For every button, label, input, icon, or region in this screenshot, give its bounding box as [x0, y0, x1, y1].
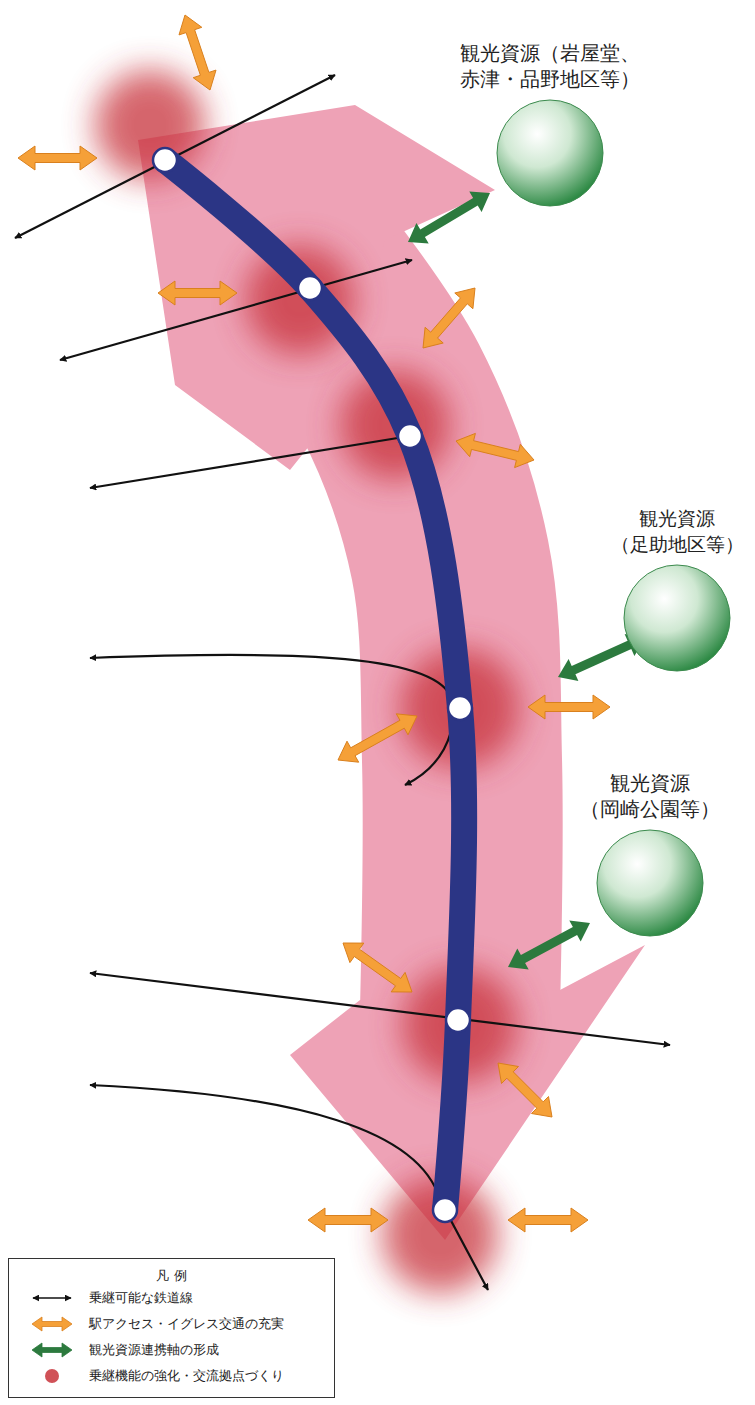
station — [153, 148, 177, 172]
legend-row: 乗継可能な鉄道線 — [9, 1285, 334, 1311]
legend-title: 凡 例 — [9, 1267, 334, 1285]
access-sample — [32, 1317, 72, 1331]
legend-text: 駅アクセス・イグレス交通の充実 — [89, 1315, 284, 1333]
access-arrow — [423, 288, 475, 348]
tourism-resource: 観光資源 （足助地区等） — [606, 505, 748, 673]
station — [298, 276, 322, 300]
rail-line — [90, 436, 410, 488]
sphere-body — [597, 830, 703, 936]
access-arrow — [308, 1208, 388, 1232]
access-arrow — [498, 1063, 552, 1117]
access-arrow — [528, 695, 610, 719]
station — [398, 424, 422, 448]
resource-sphere — [622, 563, 732, 673]
station — [446, 1008, 470, 1032]
station — [433, 1198, 457, 1222]
tourism-link-arrow — [508, 921, 590, 970]
main-railway — [165, 160, 464, 1210]
legend-sample — [29, 1341, 75, 1359]
access-arrow — [179, 15, 216, 90]
tourism-resource: 観光資源（岩屋堂、 赤津・品野地区等） — [440, 40, 660, 208]
hub-swatch — [45, 1369, 59, 1383]
access-arrow — [456, 433, 534, 467]
rail-sample — [33, 1297, 71, 1299]
link-sample — [32, 1343, 72, 1357]
legend-text: 観光資源連携軸の形成 — [89, 1341, 219, 1359]
resource-sphere — [495, 98, 605, 208]
access-arrow — [508, 1208, 588, 1232]
tourism-link-arrow — [408, 191, 490, 243]
access-arrow — [158, 281, 237, 305]
legend-sample — [29, 1289, 75, 1307]
legend-sample — [29, 1367, 75, 1385]
resource-label: 観光資源 （岡崎公園等） — [580, 770, 720, 822]
legend-text: 乗継機能の強化・交流拠点づくり — [89, 1367, 284, 1385]
rail-line — [90, 655, 453, 785]
legend-row: 観光資源連携軸の形成 — [9, 1337, 334, 1363]
resource-sphere — [595, 828, 705, 938]
rail-line — [15, 75, 335, 238]
legend-row: 乗継機能の強化・交流拠点づくり — [9, 1363, 334, 1389]
access-arrow — [338, 714, 417, 762]
tourism-resource: 観光資源 （岡崎公園等） — [580, 770, 720, 938]
resource-label: 観光資源（岩屋堂、 赤津・品野地区等） — [440, 40, 660, 92]
access-arrow — [18, 146, 97, 170]
legend-box: 凡 例乗継可能な鉄道線駅アクセス・イグレス交通の充実観光資源連携軸の形成乗継機能… — [8, 1258, 335, 1398]
resource-label: 観光資源 （足助地区等） — [606, 505, 748, 557]
station — [448, 696, 472, 720]
legend-text: 乗継可能な鉄道線 — [89, 1289, 193, 1307]
sphere-body — [624, 565, 730, 671]
sphere-body — [497, 100, 603, 206]
rail-line — [90, 973, 670, 1045]
access-arrow — [343, 943, 412, 992]
legend-sample — [29, 1315, 75, 1333]
legend-row: 駅アクセス・イグレス交通の充実 — [9, 1311, 334, 1337]
